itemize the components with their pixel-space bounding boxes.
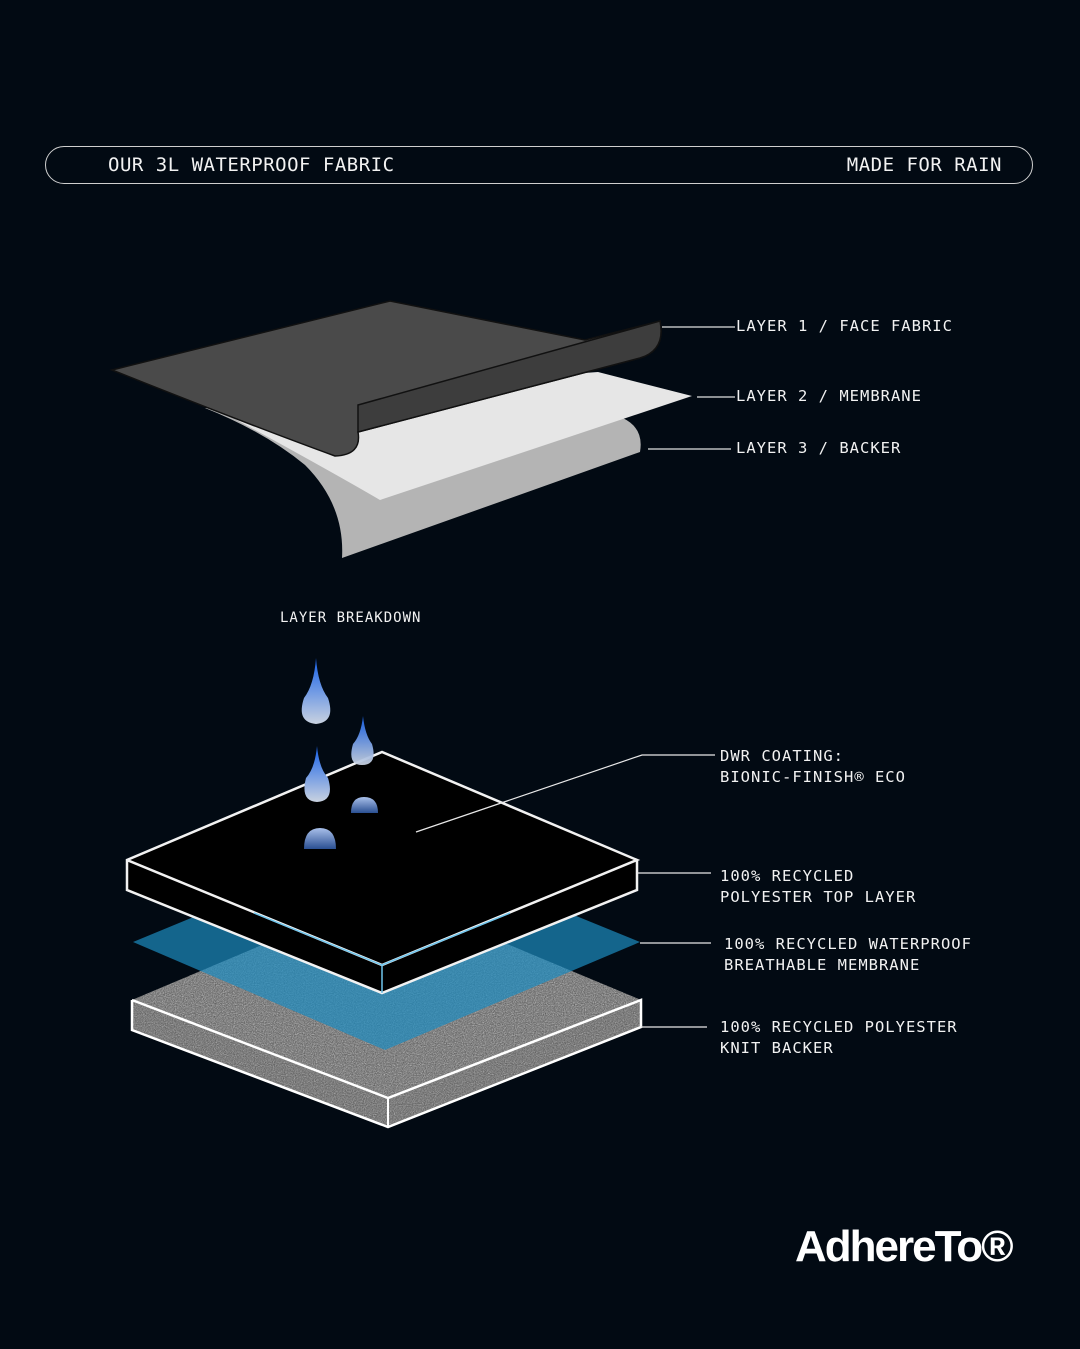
label-line: DWR COATING:	[720, 747, 844, 765]
layer-1-face-fabric-sheet	[109, 300, 662, 457]
drop-icon	[351, 716, 374, 765]
label-layer-2: LAYER 2 / MEMBRANE	[736, 387, 922, 405]
label-line: 100% RECYCLED WATERPROOF	[724, 935, 972, 953]
top-leader-lines	[648, 326, 735, 450]
label-line: KNIT BACKER	[720, 1039, 834, 1057]
water-drops	[301, 658, 378, 849]
dome-drop-icon	[351, 797, 378, 813]
label-line: 100% RECYCLED POLYESTER	[720, 1018, 958, 1036]
label-line: BREATHABLE MEMBRANE	[724, 956, 921, 974]
top-polyester-layer	[125, 750, 641, 995]
lower-leader-lines	[415, 754, 715, 1028]
label-backer: 100% RECYCLED POLYESTER KNIT BACKER	[720, 1017, 958, 1059]
label-top-layer: 100% RECYCLED POLYESTER TOP LAYER	[720, 866, 916, 908]
label-layer-3: LAYER 3 / BACKER	[736, 439, 902, 457]
dome-drop-icon	[304, 828, 336, 849]
label-membrane: 100% RECYCLED WATERPROOF BREATHABLE MEMB…	[724, 934, 972, 976]
label-line: POLYESTER TOP LAYER	[720, 888, 917, 906]
drop-icon	[301, 658, 331, 724]
header-title: OUR 3L WATERPROOF FABRIC	[108, 154, 395, 176]
label-dwr-coating: DWR COATING: BIONIC-FINISH® ECO	[720, 746, 906, 788]
label-layer-1: LAYER 1 / FACE FABRIC	[736, 317, 953, 335]
label-line: BIONIC-FINISH® ECO	[720, 768, 906, 786]
breakdown-title: LAYER BREAKDOWN	[280, 610, 422, 626]
label-line: 100% RECYCLED	[720, 867, 855, 885]
header-bar: OUR 3L WATERPROOF FABRIC MADE FOR RAIN	[45, 146, 1033, 184]
header-tagline: MADE FOR RAIN	[846, 154, 1002, 176]
brand-logo: AdhereTo®	[795, 1222, 1014, 1271]
drop-icon	[304, 746, 330, 802]
